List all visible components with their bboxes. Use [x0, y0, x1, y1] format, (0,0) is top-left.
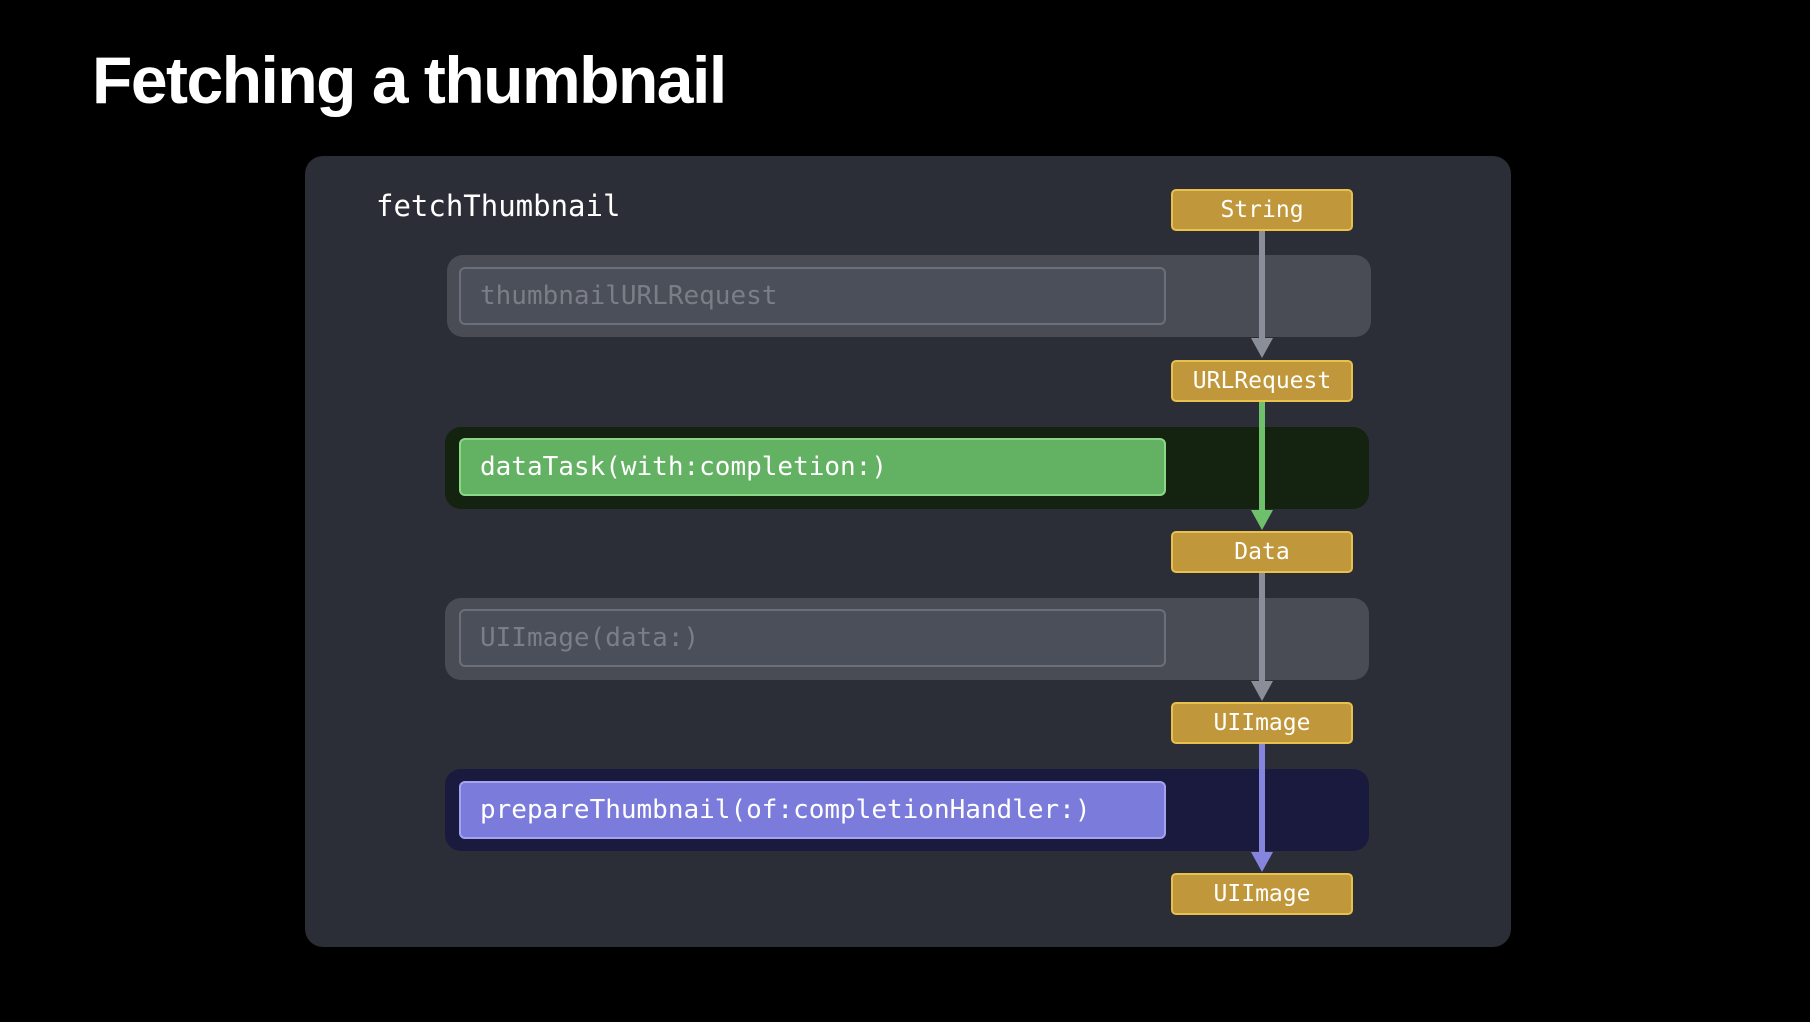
arrowhead-urlrequest — [1251, 338, 1273, 358]
type-string: String — [1171, 189, 1353, 231]
step-thumbnail-url-request: thumbnailURLRequest — [459, 267, 1166, 325]
slide-title: Fetching a thumbnail — [92, 43, 727, 117]
step-uiimage-data: UIImage(data:) — [459, 609, 1166, 667]
type-urlrequest: URLRequest — [1171, 360, 1353, 402]
step-data-task: dataTask(with:completion:) — [459, 438, 1166, 496]
type-uiimage: UIImage — [1171, 702, 1353, 744]
type-uiimage-thumbnail: UIImage — [1171, 873, 1353, 915]
arrowhead-uiimage — [1251, 681, 1273, 701]
step-prepare-thumbnail: prepareThumbnail(of:completionHandler:) — [459, 781, 1166, 839]
arrowhead-data — [1251, 510, 1273, 530]
type-data: Data — [1171, 531, 1353, 573]
function-name: fetchThumbnail — [376, 189, 621, 223]
arrowhead-thumbnail — [1251, 852, 1273, 872]
